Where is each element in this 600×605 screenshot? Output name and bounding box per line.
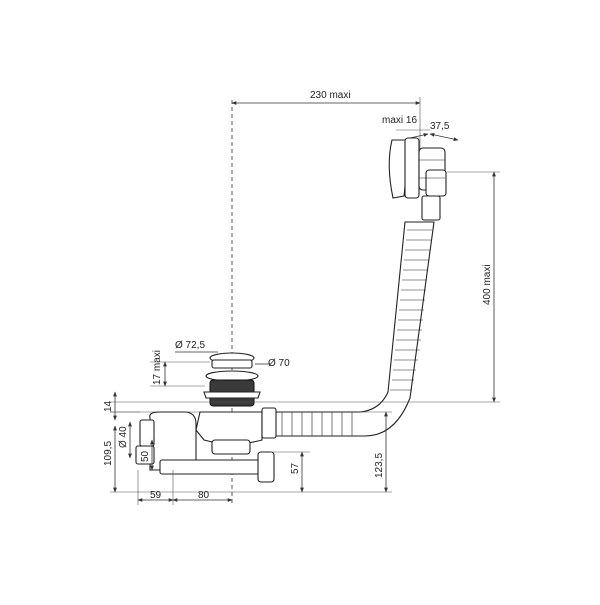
dim-maxi16-label: maxi 16 (382, 115, 417, 126)
dim-230-label: 230 maxi (310, 90, 351, 101)
dim-14-label: 14 (103, 400, 114, 412)
dim-17-label: 17 maxi (152, 350, 163, 385)
dim-57-label: 57 (290, 462, 301, 474)
dim-bottom-widths: 59 80 (137, 470, 233, 505)
dim-59-label: 59 (150, 490, 162, 501)
overflow-hose (269, 221, 435, 437)
waste-plug (203, 352, 261, 407)
dim-50-label: 50 (140, 450, 151, 462)
dim-230-maxi: 230 maxi (231, 90, 421, 150)
dim-57: 57 (270, 451, 310, 493)
dim-14: 14 (103, 391, 117, 421)
dim-400-maxi: 400 maxi (410, 171, 500, 403)
dim-80-label: 80 (198, 490, 210, 501)
dim-overflow-depth: maxi 16 37,5 (382, 115, 459, 141)
dim-left-stack: 109,5 Ø 40 50 (103, 411, 270, 493)
dim-123-5-label: 123,5 (374, 453, 385, 478)
dim-400-label: 400 maxi (482, 264, 493, 305)
dim-d70-label: Ø 70 (268, 358, 290, 369)
dim-d40-label: Ø 40 (118, 426, 129, 448)
dim-109-5-label: 109,5 (103, 441, 114, 466)
dim-37-5-label: 37,5 (430, 121, 450, 132)
dim-17-maxi: 17 maxi (150, 350, 210, 387)
overflow-head (388, 137, 447, 221)
dim-d72-5-label: Ø 72,5 (175, 340, 205, 351)
dim-123-5: 123,5 (270, 411, 392, 493)
dim-plug-diameters: Ø 72,5 Ø 70 (175, 340, 290, 369)
waste-body (135, 407, 277, 483)
